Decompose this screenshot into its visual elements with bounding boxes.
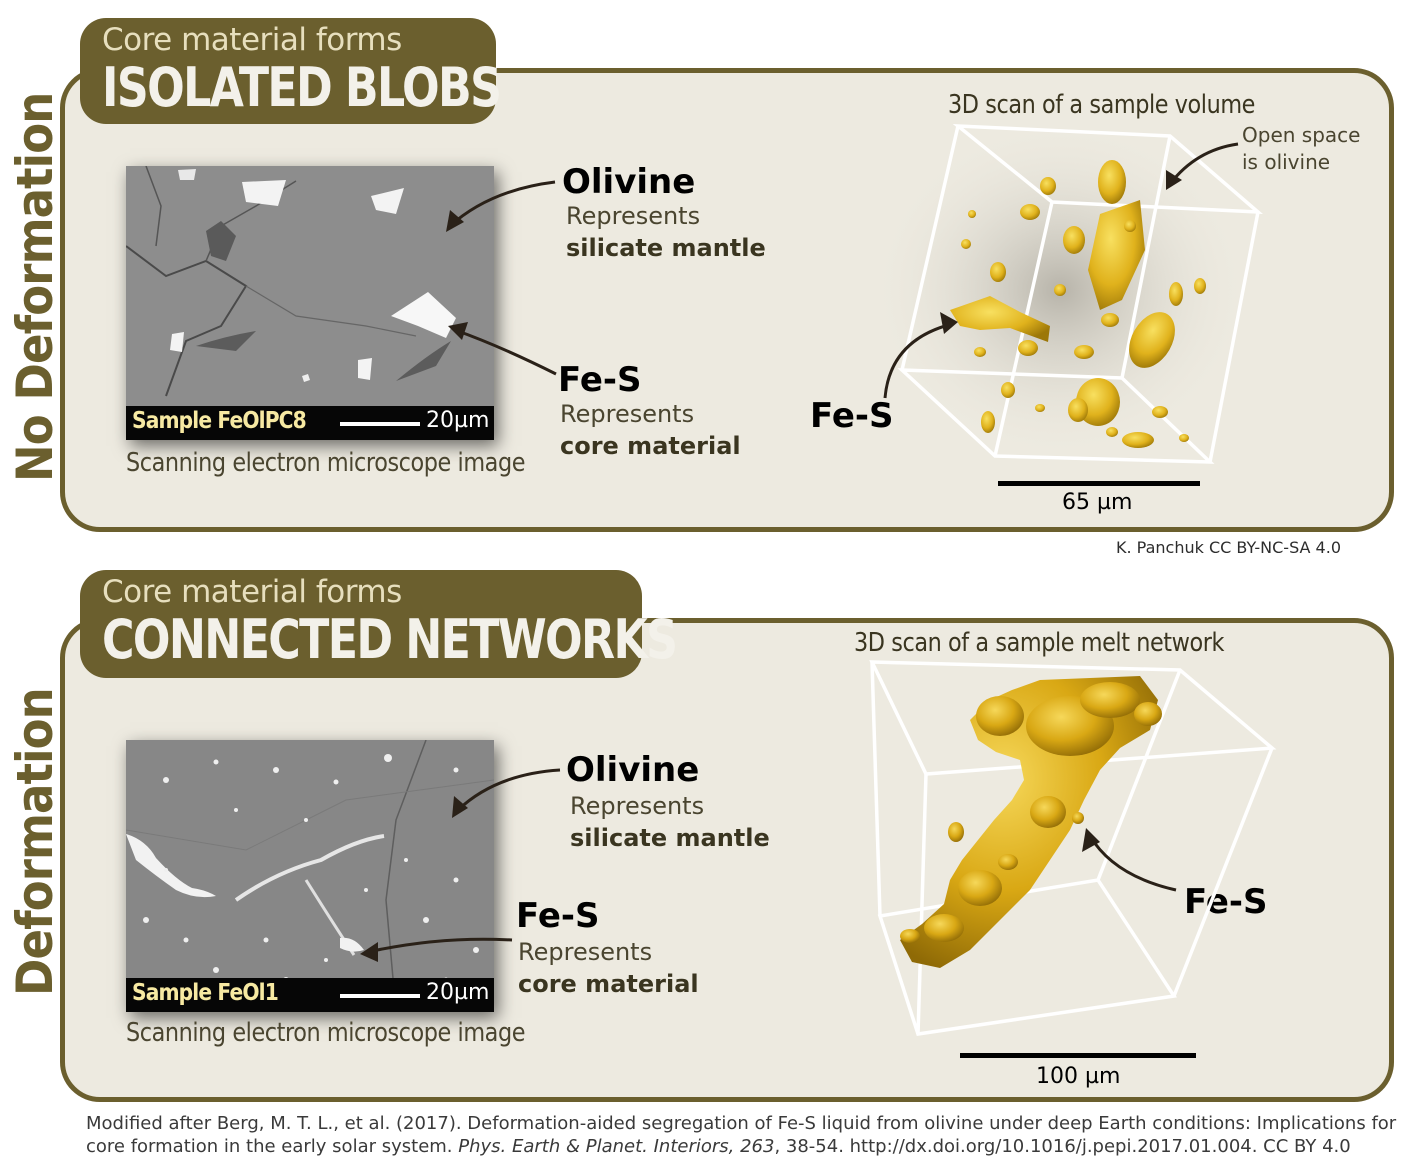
- bottom-olivine-name: Olivine: [566, 750, 700, 790]
- bottom-fes-name: Fe-S: [516, 896, 600, 936]
- bottom-fes-arrowhead: [360, 942, 378, 962]
- top-arrowheads: [446, 170, 1182, 340]
- citation-journal: Phys. Earth & Planet. Interiors, 263: [458, 1136, 775, 1157]
- bottom-arrowheads: [452, 796, 1100, 852]
- bottom-scan-scale-bar: [960, 1053, 1196, 1058]
- bottom-sem-scale-value: 20µm: [426, 980, 490, 1005]
- top-olivine-role: silicate mantle: [566, 234, 766, 262]
- citation-line-2-b: , 38-54. http://dx.doi.org/10.1016/j.pep…: [774, 1136, 1351, 1157]
- top-olivine-name: Olivine: [562, 162, 696, 202]
- bottom-scan-scale-label: 100 µm: [1036, 1064, 1121, 1089]
- top-olivine-represents: Represents: [566, 202, 701, 230]
- top-sem-texture: [126, 166, 494, 440]
- bottom-sem-caption: Scanning electron microscope image: [126, 1018, 526, 1048]
- top-sem-scale-value: 20µm: [426, 408, 490, 433]
- bottom-sem-texture: [126, 740, 494, 1012]
- top-sem-image: Sample FeOlPC8 20µm: [126, 166, 494, 440]
- top-open-space-line1: Open space: [1242, 123, 1361, 147]
- bottom-fes-role: core material: [518, 970, 699, 998]
- bottom-fes-arrow: [367, 937, 513, 954]
- bottom-tag-title: CONNECTED NETWORKS: [102, 608, 678, 671]
- top-scan-title: 3D scan of a sample volume: [948, 90, 1256, 120]
- citation-line-1: Modified after Berg, M. T. L., et al. (2…: [86, 1113, 1397, 1134]
- top-fes-name: Fe-S: [558, 360, 642, 400]
- top-tag-subtitle: Core material forms: [102, 22, 402, 58]
- top-scan-fes-label: Fe-S: [810, 396, 894, 436]
- citation-line-2-a: core formation in the early solar system…: [86, 1136, 459, 1157]
- bottom-scan-title: 3D scan of a sample melt network: [854, 628, 1225, 658]
- top-fes-role: core material: [560, 432, 741, 460]
- bottom-olivine-role: silicate mantle: [570, 824, 770, 852]
- top-sem-sample-name: Sample FeOlPC8: [132, 408, 307, 434]
- bottom-olivine-represents: Represents: [570, 792, 705, 820]
- top-scan-scale-label: 65 µm: [1062, 490, 1133, 515]
- citation-line-2: core formation in the early solar system…: [86, 1135, 1396, 1158]
- bottom-sem-sample-name: Sample FeOl1: [132, 980, 279, 1006]
- top-title-tag: Core material forms ISOLATED BLOBS: [80, 18, 502, 124]
- top-tag-title: ISOLATED BLOBS: [102, 56, 502, 119]
- bottom-tag-subtitle: Core material forms: [102, 574, 402, 610]
- bottom-scan-fes-label: Fe-S: [1184, 882, 1268, 922]
- bottom-sem-scale-strip: Sample FeOl1 20µm: [126, 978, 494, 1012]
- top-open-space-line2: is olivine: [1242, 150, 1331, 174]
- bottom-title-tag: Core material forms CONNECTED NETWORKS: [80, 570, 678, 678]
- citation-footer: Modified after Berg, M. T. L., et al. (2…: [86, 1112, 1396, 1158]
- top-fes-represents: Represents: [560, 400, 695, 428]
- bottom-fes-represents: Represents: [518, 938, 653, 966]
- bottom-sem-scale-line: [340, 994, 420, 998]
- top-melt-blobs: [950, 160, 1206, 448]
- credit: K. Panchuk CC BY-NC-SA 4.0: [1116, 538, 1341, 557]
- top-scan-scale-bar: [998, 481, 1200, 486]
- top-sem-scale-line: [340, 422, 420, 426]
- top-sem-caption: Scanning electron microscope image: [126, 448, 526, 478]
- bottom-sem-image: Sample FeOl1 20µm: [126, 740, 494, 1012]
- bottom-melt-network: [900, 676, 1162, 968]
- top-sem-scale-strip: Sample FeOlPC8 20µm: [126, 406, 494, 440]
